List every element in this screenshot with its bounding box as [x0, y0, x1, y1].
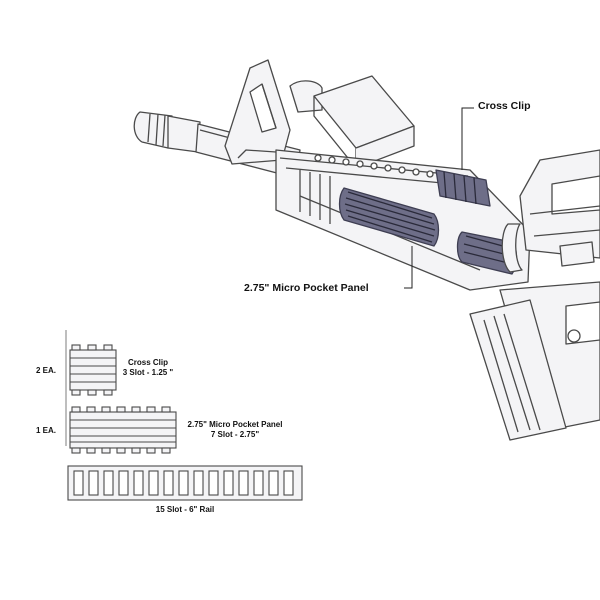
legend-name-cross-clip: Cross Clip — [127, 358, 168, 367]
legend-micro-panel-part — [69, 406, 177, 454]
micro-panel-leader — [404, 246, 413, 289]
legend-spec-cross-clip: 3 Slot - 1.25 " — [122, 368, 174, 377]
micro-panel-callout: 2.75" Micro Pocket Panel — [244, 282, 369, 294]
legend-desc-cross-clip: Cross Clip 3 Slot - 1.25 " — [120, 358, 176, 378]
legend-qty-micro-panel: 1 EA. — [36, 426, 57, 435]
micro-pocket-panel — [338, 187, 440, 247]
flash-hider — [133, 111, 201, 153]
cross-clip-leader — [461, 107, 474, 170]
legend-rail-part — [67, 465, 303, 501]
legend-desc-micro-panel: 2.75" Micro Pocket Panel 7 Slot - 2.75" — [180, 420, 290, 440]
legend-qty-cross-clip: 2 EA. — [36, 366, 57, 375]
leader-lines — [404, 107, 474, 289]
magazine — [469, 299, 567, 441]
rifle-illustration — [133, 59, 600, 441]
front-sight — [224, 59, 291, 165]
top-block — [289, 75, 415, 169]
legend-name-rail: 15 Slot - 6" Rail — [155, 505, 215, 514]
delta-ring — [501, 223, 523, 273]
parts-legend — [65, 330, 303, 501]
legend-name-micro-panel: 2.75" Micro Pocket Panel — [187, 420, 283, 429]
legend-cross-clip-part — [69, 344, 117, 396]
legend-spec-micro-panel: 7 Slot - 2.75" — [210, 430, 260, 439]
upper-receiver — [519, 149, 600, 267]
cross-clip-callout: Cross Clip — [478, 100, 531, 112]
cross-clip — [435, 169, 491, 207]
